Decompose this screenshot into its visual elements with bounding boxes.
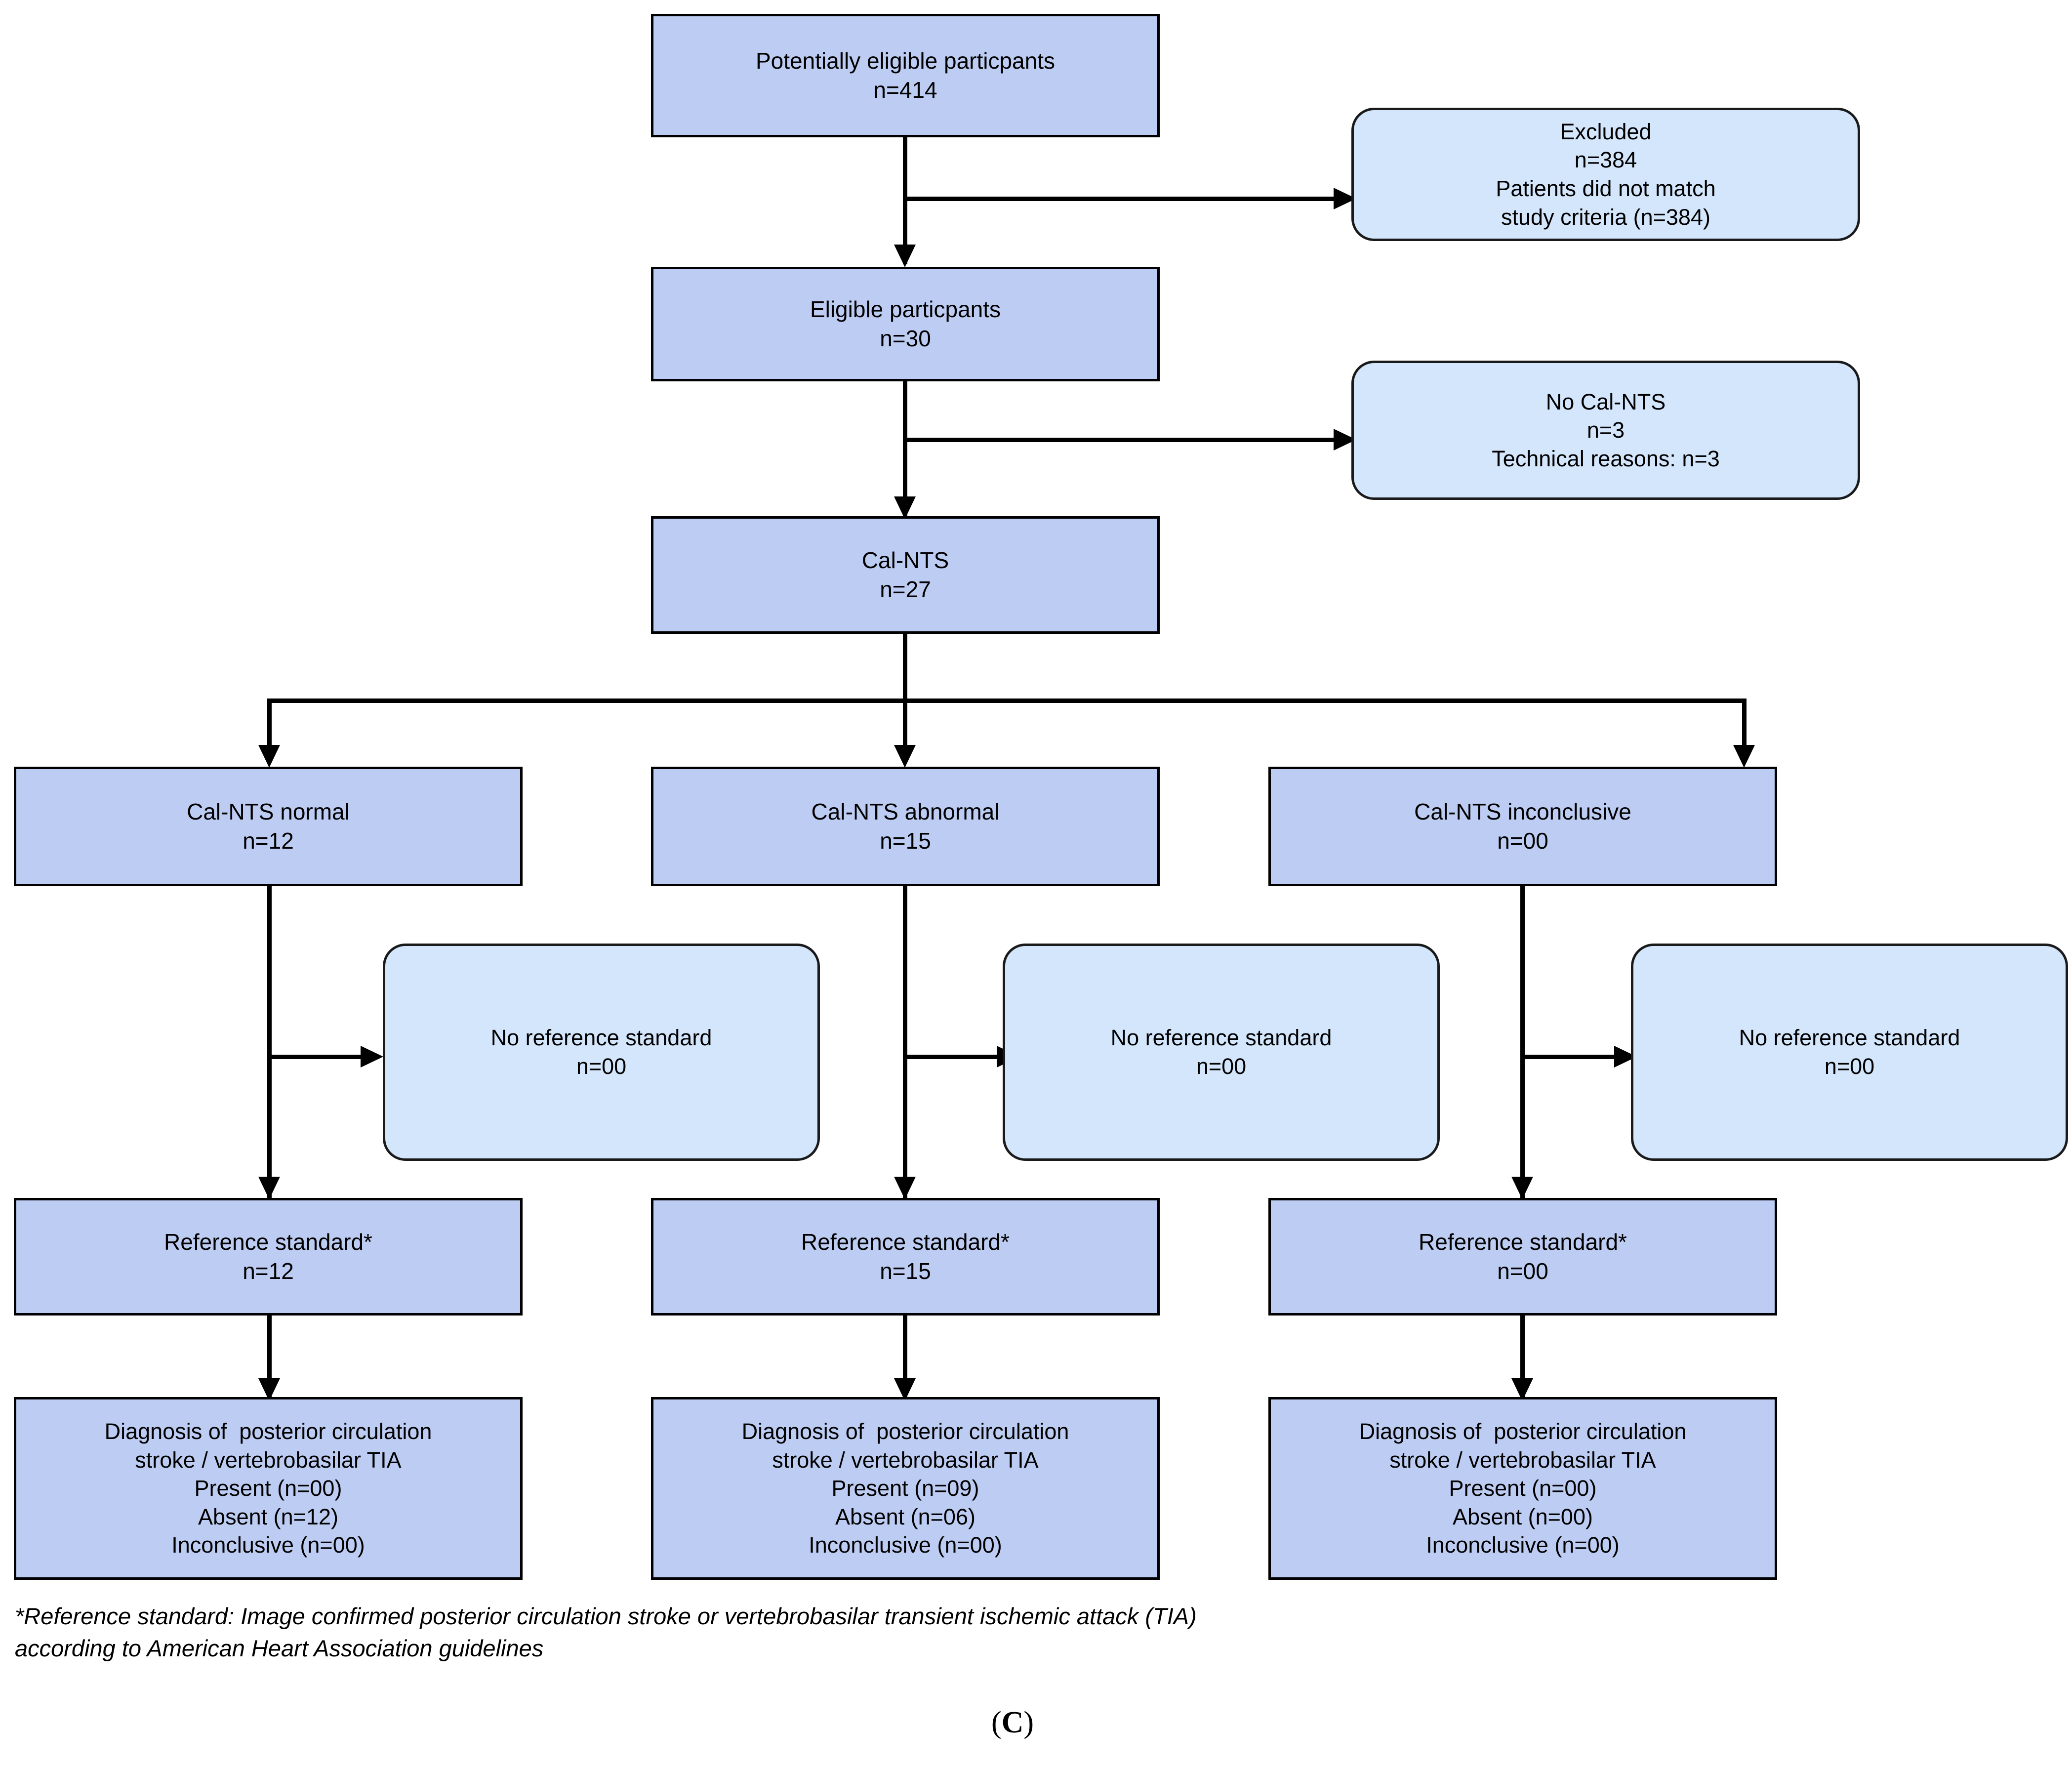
node-line: n=30 <box>880 326 931 351</box>
connector-vertical-right-diag <box>1520 1314 1525 1398</box>
node-line: No reference standard <box>1739 1025 1960 1051</box>
node-no-cal-nts: No Cal-NTS n=3 Technical reasons: n=3 <box>1351 361 1860 500</box>
node-line: n=15 <box>880 828 931 854</box>
node-line: Absent (n=06) <box>835 1504 975 1529</box>
node-line: Diagnosis of posterior circulation <box>104 1419 432 1444</box>
node-line: n=12 <box>243 1258 294 1284</box>
node-reference-standard-right: Reference standard* n=00 <box>1268 1198 1777 1316</box>
arrowhead-right-ref <box>1511 1177 1533 1199</box>
node-line: n=00 <box>1196 1054 1247 1079</box>
footnote-line-1: *Reference standard: Image confirmed pos… <box>15 1603 1197 1629</box>
node-line: Technical reasons: n=3 <box>1492 446 1720 471</box>
connector-horizontal-nocalnts <box>903 438 1351 442</box>
node-line: Cal-NTS normal <box>187 799 350 825</box>
node-line: stroke / vertebrobasilar TIA <box>1389 1447 1656 1473</box>
footnote-reference-standard: *Reference standard: Image confirmed pos… <box>15 1601 1941 1665</box>
node-line: No reference standard <box>490 1025 712 1051</box>
panel-label-open-paren: ( <box>991 1706 1002 1739</box>
connector-vertical-left-ref <box>267 884 272 1199</box>
node-line: Inconclusive (n=00) <box>171 1532 365 1558</box>
arrowhead-calnts <box>894 496 916 519</box>
node-cal-nts-inconclusive: Cal-NTS inconclusive n=00 <box>1268 767 1777 886</box>
node-no-reference-standard-left: No reference standard n=00 <box>383 944 820 1161</box>
node-line: n=3 <box>1586 417 1625 443</box>
node-line: Excluded <box>1560 119 1652 144</box>
node-line: n=00 <box>576 1054 627 1079</box>
connector-horizontal-split <box>267 699 1747 703</box>
node-reference-standard-mid: Reference standard* n=15 <box>651 1198 1160 1316</box>
connector-horizontal-left-noref <box>267 1055 366 1059</box>
node-line: Present (n=00) <box>1449 1476 1597 1501</box>
arrowhead-left-ref <box>258 1177 280 1199</box>
arrowhead-calnts-normal <box>258 745 280 768</box>
node-line: Eligible particpants <box>810 296 1001 323</box>
node-cal-nts-normal: Cal-NTS normal n=12 <box>14 767 523 886</box>
node-line: Diagnosis of posterior circulation <box>1359 1419 1687 1444</box>
node-line: Cal-NTS abnormal <box>811 799 1000 825</box>
node-cal-nts-abnormal: Cal-NTS abnormal n=15 <box>651 767 1160 886</box>
footnote-line-2: according to American Heart Association … <box>15 1635 544 1661</box>
arrowhead-left-noref <box>361 1046 383 1068</box>
node-diagnosis-mid: Diagnosis of posterior circulation strok… <box>651 1397 1160 1580</box>
connector-vertical-mid-ref <box>903 884 907 1199</box>
node-cal-nts: Cal-NTS n=27 <box>651 516 1160 634</box>
node-line: n=00 <box>1497 828 1548 854</box>
node-line: No Cal-NTS <box>1545 389 1666 414</box>
node-line: Reference standard* <box>1419 1229 1627 1255</box>
arrowhead-eligible <box>894 245 916 267</box>
connector-horizontal-mid-noref <box>903 1055 1002 1059</box>
node-line: Potentially eligible particpants <box>755 48 1056 74</box>
node-excluded: Excluded n=384 Patients did not match st… <box>1351 108 1860 241</box>
node-line: n=00 <box>1824 1054 1875 1079</box>
connector-horizontal-right-noref <box>1520 1055 1619 1059</box>
node-line: Reference standard* <box>801 1229 1010 1255</box>
node-no-reference-standard-right: No reference standard n=00 <box>1631 944 2068 1161</box>
connector-vertical-right-ref <box>1520 884 1525 1199</box>
node-line: Reference standard* <box>164 1229 372 1255</box>
connector-vertical-split-stem <box>903 631 907 703</box>
connector-vertical-split-mid <box>903 699 907 753</box>
node-line: stroke / vertebrobasilar TIA <box>135 1447 402 1473</box>
node-diagnosis-right: Diagnosis of posterior circulation strok… <box>1268 1397 1777 1580</box>
panel-label-close-paren: ) <box>1023 1706 1034 1739</box>
connector-vertical-split-left <box>267 699 272 753</box>
node-line: n=414 <box>873 77 937 103</box>
node-line: Present (n=00) <box>194 1476 342 1501</box>
node-diagnosis-left: Diagnosis of posterior circulation strok… <box>14 1397 523 1580</box>
node-no-reference-standard-mid: No reference standard n=00 <box>1003 944 1440 1161</box>
node-line: n=27 <box>880 576 931 602</box>
node-line: Absent (n=12) <box>198 1504 338 1529</box>
connector-vertical-left-diag <box>267 1314 272 1398</box>
arrowhead-calnts-inconclusive <box>1733 745 1755 768</box>
node-potentially-eligible: Potentially eligible particpants n=414 <box>651 14 1160 137</box>
node-line: Patients did not match <box>1496 176 1716 201</box>
node-line: Inconclusive (n=00) <box>809 1532 1002 1558</box>
node-line: Diagnosis of posterior circulation <box>741 1419 1069 1444</box>
connector-vertical-mid-diag <box>903 1314 907 1398</box>
node-reference-standard-left: Reference standard* n=12 <box>14 1198 523 1316</box>
node-line: Absent (n=00) <box>1453 1504 1593 1529</box>
node-line: Inconclusive (n=00) <box>1426 1532 1620 1558</box>
connector-vertical-calnts <box>903 380 907 517</box>
panel-label: (C) <box>938 1705 1087 1740</box>
arrowhead-mid-ref <box>894 1177 916 1199</box>
node-line: n=384 <box>1574 147 1637 173</box>
connector-horizontal-excluded <box>903 197 1351 201</box>
node-line: Present (n=09) <box>831 1476 979 1501</box>
node-line: Cal-NTS <box>861 547 949 574</box>
node-line: n=15 <box>880 1258 931 1284</box>
node-eligible: Eligible particpants n=30 <box>651 267 1160 381</box>
node-line: study criteria (n=384) <box>1501 204 1710 230</box>
arrowhead-calnts-abnormal <box>894 745 916 768</box>
node-line: Cal-NTS inconclusive <box>1414 799 1631 825</box>
connector-vertical-split-right <box>1742 699 1747 753</box>
node-line: n=12 <box>243 828 294 854</box>
node-line: stroke / vertebrobasilar TIA <box>772 1447 1039 1473</box>
panel-label-letter: C <box>1001 1706 1024 1739</box>
node-line: n=00 <box>1497 1258 1548 1284</box>
node-line: No reference standard <box>1110 1025 1332 1051</box>
